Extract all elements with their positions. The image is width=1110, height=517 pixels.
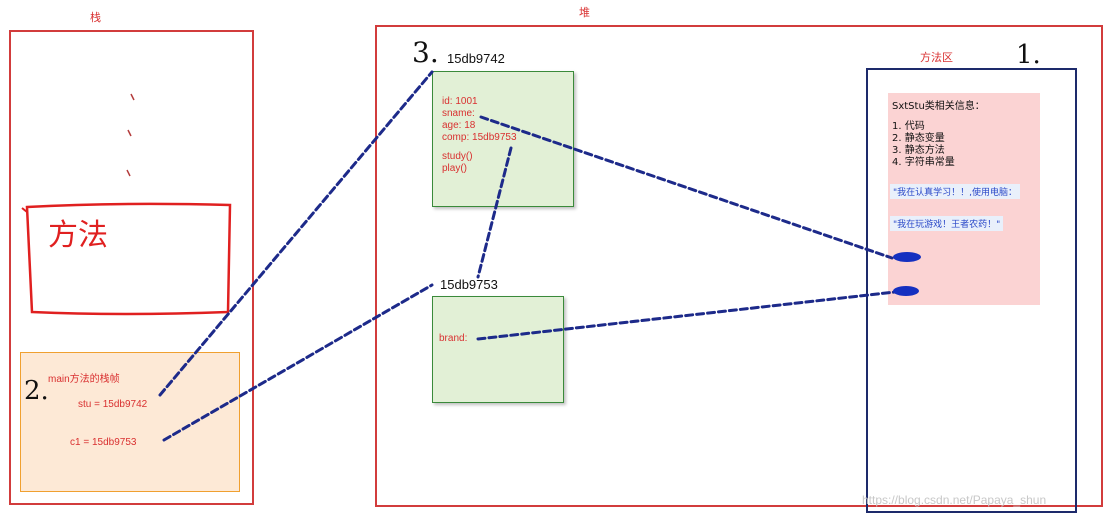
stu-to-obj1-line	[158, 70, 434, 397]
field-sname: sname:	[442, 108, 475, 119]
annotation-1: 1.	[1016, 40, 1041, 70]
blue-marks	[893, 252, 921, 296]
field-age: age: 18	[442, 120, 476, 131]
annotation-2: 2.	[24, 376, 49, 406]
method-play: play()	[442, 163, 468, 174]
class-info-title: SxtStu类相关信息：	[892, 101, 985, 112]
class-info-item: 1. 代码	[892, 121, 925, 132]
method-area-region	[866, 68, 1077, 513]
field-brand: brand:	[439, 333, 468, 344]
stack-region	[9, 30, 254, 505]
annotation-3: 3.	[412, 36, 439, 69]
obj1-fields: id: 1001 sname: age: 18 comp: 15db9753 s…	[442, 96, 517, 175]
string-constant-play: "我在玩游戏！王者农药！"	[890, 216, 1004, 231]
heap-region	[375, 25, 1103, 507]
method-study: study()	[442, 151, 473, 162]
stack-label: 栈	[90, 11, 101, 24]
method-area-label: 方法区	[920, 51, 953, 64]
watermark: https://blog.csdn.net/Papaya_shun	[862, 493, 1047, 507]
c1-to-obj2-line	[162, 283, 434, 442]
computer-object	[432, 296, 564, 403]
frame-title: main方法的栈帧	[48, 374, 120, 385]
class-info-item: 3. 静态方法	[892, 145, 945, 156]
brand-to-string-line	[476, 290, 897, 341]
main-stack-frame	[20, 352, 240, 492]
class-info-item: 4. 字符串常量	[892, 157, 955, 168]
class-info-list: 1. 代码 2. 静态变量 3. 静态方法 4. 字符串常量	[892, 121, 955, 169]
stack-var-stu: stu = 15db9742	[78, 399, 148, 410]
obj2-address: 15db9753	[440, 277, 498, 292]
obj1-address: 15db9742	[447, 51, 505, 66]
comp-to-obj2-line	[476, 146, 513, 279]
field-id: id: 1001	[442, 96, 478, 107]
handwritten-label: 方法	[48, 218, 108, 253]
stack-var-c1: c1 = 15db9753	[70, 437, 137, 448]
class-info-item: 2. 静态变量	[892, 133, 945, 144]
heap-label: 堆	[579, 6, 590, 19]
stu-object	[432, 71, 574, 207]
class-info-box	[888, 93, 1040, 305]
field-comp: comp: 15db9753	[442, 132, 517, 143]
sname-to-string-line	[479, 115, 894, 260]
string-constant-study: "我在认真学习！！,使用电脑：	[890, 184, 1021, 199]
